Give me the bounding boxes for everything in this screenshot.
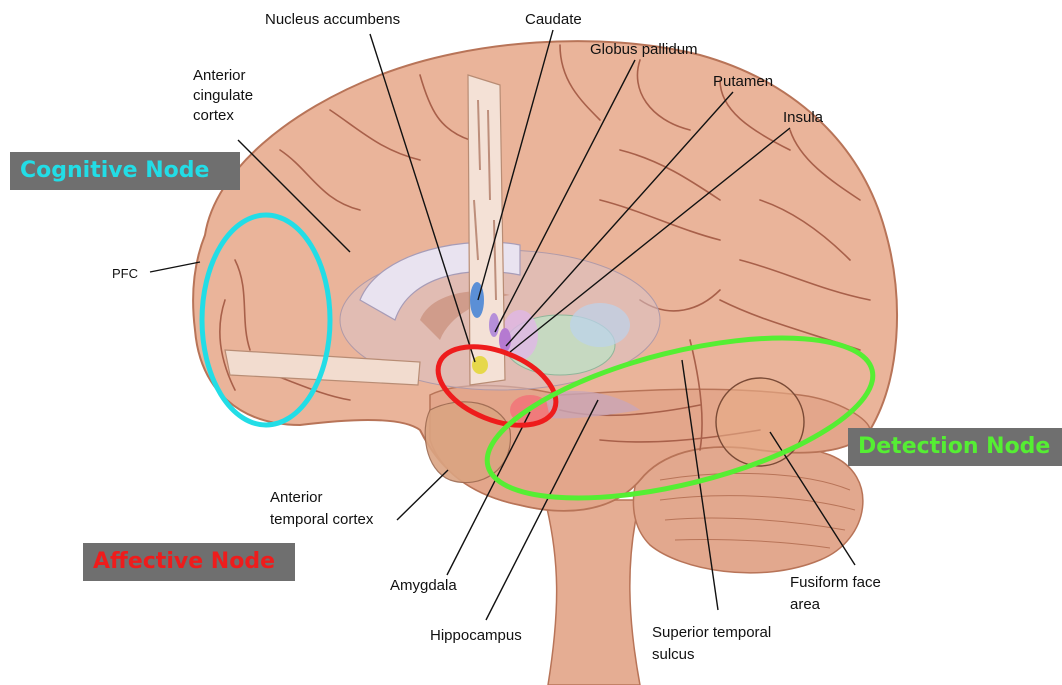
label-putamen: Putamen bbox=[713, 73, 773, 90]
label-anterior-temporal-2: temporal cortex bbox=[270, 511, 374, 528]
putamen-small-shape bbox=[499, 328, 511, 352]
label-amygdala: Amygdala bbox=[390, 577, 457, 594]
detection-node-label: Detection Node bbox=[858, 434, 1050, 459]
affective-node-box: Affective Node bbox=[83, 543, 295, 581]
fusiform-face-area-shape bbox=[716, 378, 804, 466]
label-insula: Insula bbox=[783, 109, 824, 126]
label-fusiform-1: Fusiform face bbox=[790, 574, 881, 591]
detection-node-box: Detection Node bbox=[848, 428, 1062, 466]
cognitive-node-box: Cognitive Node bbox=[10, 152, 240, 190]
label-anterior-cingulate-3: cortex bbox=[193, 107, 234, 124]
label-superior-temporal-2: sulcus bbox=[652, 646, 695, 663]
label-nucleus-accumbens: Nucleus accumbens bbox=[265, 11, 400, 28]
globus-pallidum-shape bbox=[489, 313, 499, 337]
label-anterior-temporal-1: Anterior bbox=[270, 489, 323, 506]
label-hippocampus: Hippocampus bbox=[430, 627, 522, 644]
insula-shape bbox=[570, 303, 630, 347]
label-anterior-cingulate-2: cingulate bbox=[193, 87, 253, 104]
label-superior-temporal-1: Superior temporal bbox=[652, 624, 771, 641]
label-pfc: PFC bbox=[112, 266, 138, 281]
cognitive-node-label: Cognitive Node bbox=[20, 158, 209, 183]
label-fusiform-2: area bbox=[790, 596, 821, 613]
anterior-temporal-region bbox=[425, 402, 510, 483]
brain-stem bbox=[545, 500, 640, 685]
affective-node-label: Affective Node bbox=[93, 549, 275, 574]
label-anterior-cingulate-1: Anterior bbox=[193, 67, 246, 84]
label-globus-pallidum: Globus pallidum bbox=[590, 41, 698, 58]
label-caudate: Caudate bbox=[525, 11, 582, 28]
